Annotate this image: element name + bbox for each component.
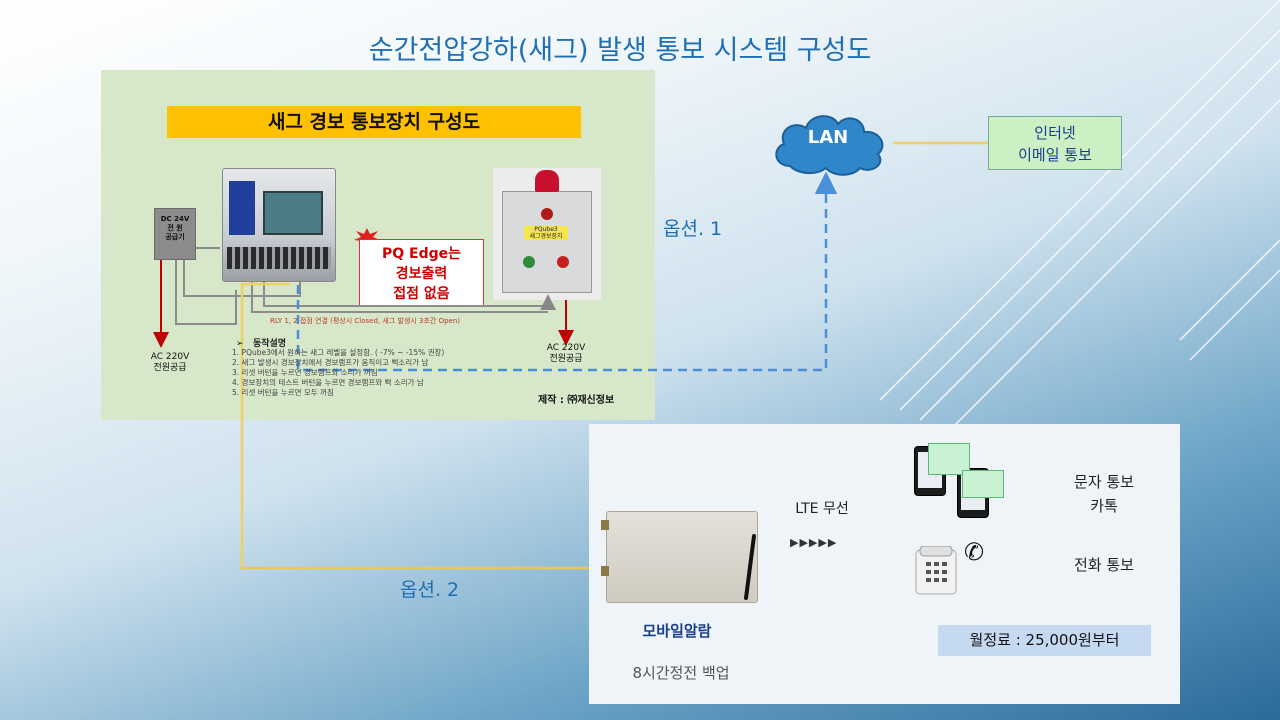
pq-edge-note: PQ Edge는 경보출력 접점 없음 bbox=[359, 239, 484, 307]
sms-bubble-icon bbox=[962, 470, 1004, 498]
pqube-device-image bbox=[222, 168, 336, 282]
ac-right-line-1: AC 220V bbox=[546, 343, 586, 353]
operation-item-5: 5. 리셋 버턴을 누르면 모두 꺼짐 bbox=[232, 388, 334, 397]
pq-note-line-1: PQ Edge는 bbox=[381, 246, 462, 262]
device-connector-top bbox=[601, 520, 609, 530]
operation-heading-text: 동작설명 bbox=[252, 339, 287, 349]
ac-left-line-2: 전원공급 bbox=[153, 363, 187, 373]
option-2-label: 옵션. 2 bbox=[400, 579, 460, 601]
sms-notice: 문자 통보 카톡 bbox=[1060, 470, 1148, 518]
alarm-red-button bbox=[557, 256, 569, 268]
email-notice-box: 인터넷 이메일 통보 bbox=[988, 116, 1122, 170]
dc-supply-line-2: 전 원 bbox=[167, 224, 183, 232]
alarm-label: PQube3 새그경보장치 bbox=[524, 226, 568, 240]
mobile-alarm-device-image bbox=[601, 511, 758, 603]
cloud-icon bbox=[775, 115, 884, 176]
pq-note-line-3: 접점 없음 bbox=[393, 286, 450, 302]
operation-item-2: 2. 새그 발생시 경보장치에서 경보램프가 움직이고 삑소리가 남 bbox=[232, 358, 429, 367]
operation-item-1: 1. PQube3에서 원하는 새그 레벨을 설정함. ( -7% ~ -15%… bbox=[232, 348, 445, 357]
option1-dashed-line bbox=[296, 171, 838, 372]
lte-arrows-icon: ▶▶▶▶▶ bbox=[790, 536, 838, 549]
alarm-top-button bbox=[541, 208, 553, 220]
alarm-green-button bbox=[523, 256, 535, 268]
relay-connection-note: RLY 1, 2 접점 연결 (평상시 Closed, 새그 발생시 3초간 O… bbox=[270, 317, 461, 325]
monthly-fee-badge: 월정료 : 25,000원부터 bbox=[938, 625, 1151, 656]
dc-power-supply: DC 24V 전 원 공급기 bbox=[154, 208, 196, 260]
antenna-icon bbox=[744, 534, 756, 600]
phone-notice: 전화 통보 bbox=[1074, 556, 1134, 574]
maker-credit: 제작 : ㈜재신정보 bbox=[538, 395, 615, 406]
pqube-terminals bbox=[227, 247, 331, 269]
operation-item-3: 3. 리셋 버턴을 누르면 경보램프와 소리가 꺼짐 bbox=[232, 368, 378, 377]
backup-label: 8시간정전 백업 bbox=[632, 664, 730, 682]
device-connector-bottom bbox=[601, 566, 609, 576]
arrow-icon: ➢ bbox=[236, 339, 253, 349]
alarm-label-line-1: PQube3 bbox=[534, 226, 558, 233]
lte-label: LTE 무선 bbox=[795, 501, 849, 517]
alarm-device-box bbox=[502, 191, 592, 293]
dc-supply-line-3: 공급기 bbox=[165, 233, 185, 241]
operation-item-4: 4. 경보장치의 테스트 버턴을 누르면 경보램프와 삑 소리가 남 bbox=[232, 378, 424, 387]
sms-bubble-icon bbox=[928, 443, 970, 475]
panel-title: 새그 경보 통보장치 구성도 bbox=[167, 106, 581, 138]
sms-line-2: 카톡 bbox=[1090, 497, 1118, 515]
sms-line-1: 문자 통보 bbox=[1074, 473, 1134, 491]
pqube-screen bbox=[263, 191, 323, 235]
pqube-blue-module bbox=[229, 181, 255, 235]
ac-left-line-1: AC 220V bbox=[150, 352, 190, 362]
dc-supply-line-1: DC 24V bbox=[160, 215, 190, 223]
ac-power-right: AC 220V 전원공급 bbox=[536, 343, 596, 365]
desk-phone-icon bbox=[915, 546, 957, 595]
ac-power-left: AC 220V 전원공급 bbox=[140, 352, 200, 374]
burst-icon bbox=[354, 228, 380, 248]
ac-right-line-2: 전원공급 bbox=[549, 354, 583, 364]
operation-heading: ➢ 동작설명 bbox=[236, 336, 286, 349]
option2-line bbox=[240, 282, 606, 570]
mobile-alarm-label: 모바일알람 bbox=[642, 622, 712, 640]
page-title: 순간전압강하(새그) 발생 통보 시스템 구성도 bbox=[368, 35, 872, 66]
alarm-label-line-2: 새그경보장치 bbox=[529, 233, 563, 240]
option-1-label: 옵션. 1 bbox=[663, 218, 723, 240]
email-line-1: 인터넷 bbox=[1034, 124, 1076, 142]
email-line-2: 이메일 통보 bbox=[1018, 146, 1092, 164]
pq-note-line-2: 경보출력 bbox=[395, 266, 448, 282]
lan-label: LAN bbox=[807, 127, 849, 148]
operation-list: 1. PQube3에서 원하는 새그 레벨을 설정함. ( -7% ~ -15%… bbox=[232, 348, 444, 398]
phone-call-icon: ✆ bbox=[964, 538, 985, 566]
alarm-lamp-icon bbox=[535, 170, 559, 192]
